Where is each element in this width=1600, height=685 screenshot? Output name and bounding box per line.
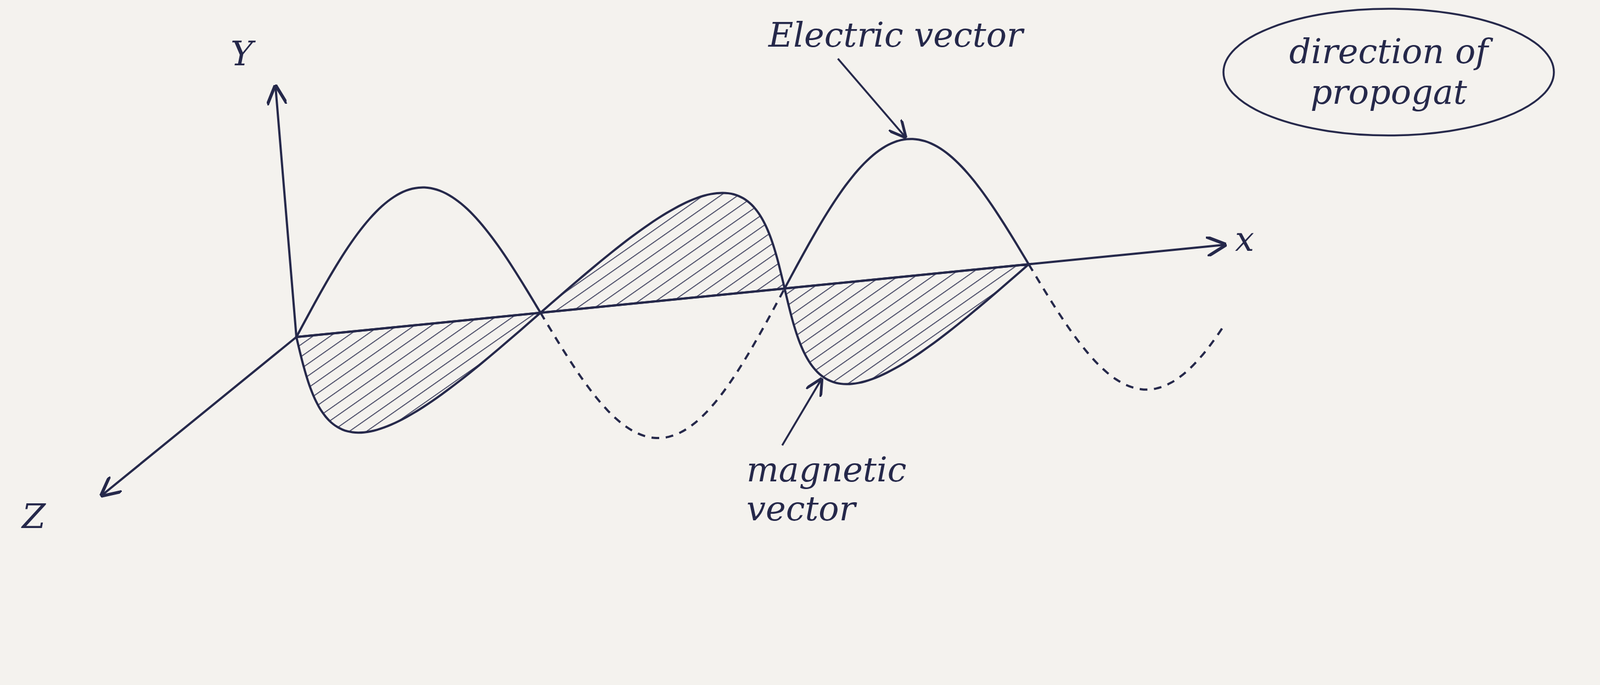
magnetic-wave — [784, 264, 1029, 384]
electric-wave — [540, 288, 785, 439]
leader-line — [782, 379, 822, 446]
axis-label: Y — [230, 34, 275, 74]
electric-wave — [296, 187, 541, 338]
axis — [296, 244, 1225, 338]
leader-line — [838, 58, 906, 137]
electric-wave — [784, 138, 1029, 289]
callout-label: magnetic vector — [746, 450, 928, 529]
magnetic-wave — [540, 192, 785, 313]
axis — [102, 337, 297, 496]
magnetic-wave — [296, 312, 541, 433]
ellipse-outline — [1223, 8, 1554, 136]
note-text: direction of propogat — [1259, 31, 1518, 114]
propagation-ellipse: direction of propogat — [1221, 6, 1557, 138]
electric-wave — [1028, 264, 1225, 390]
callout-label: Electric vector — [768, 15, 1098, 55]
axis — [275, 86, 297, 338]
axis-label: Z — [21, 496, 66, 536]
axis-label: x — [1234, 219, 1268, 259]
